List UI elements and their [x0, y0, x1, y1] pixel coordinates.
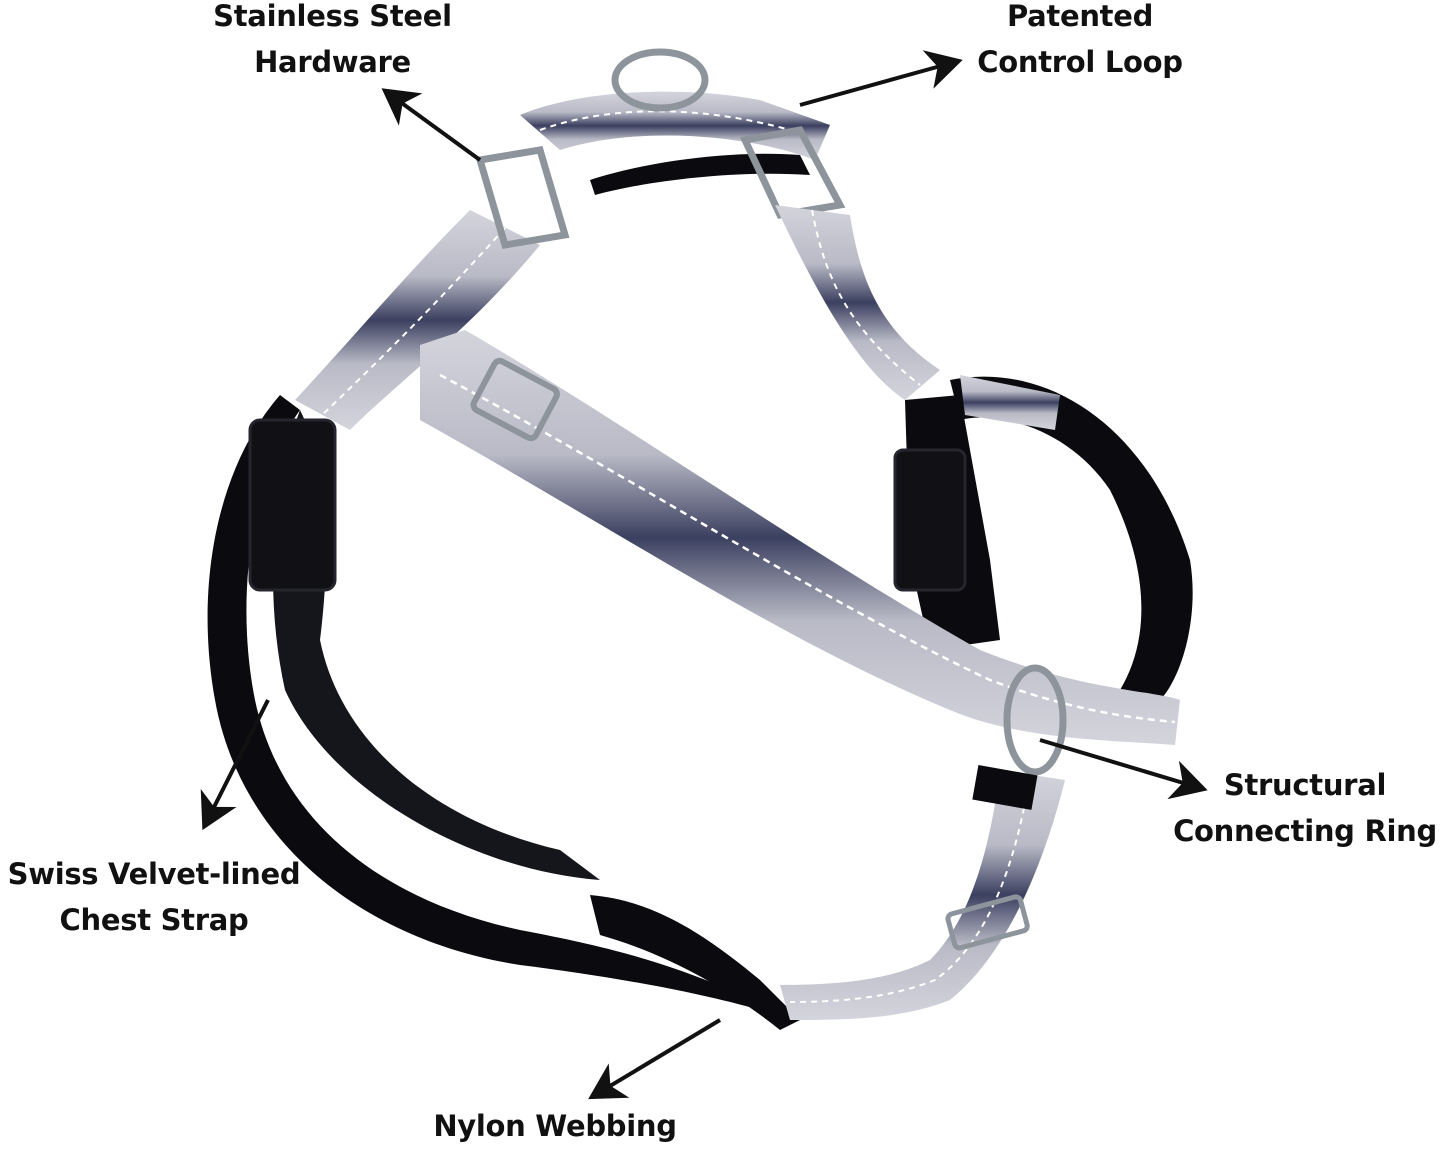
- harness-illustration: [207, 48, 1193, 1030]
- callout-arrows: [200, 50, 1208, 1100]
- arrow-connecting-ring: [1039, 738, 1208, 800]
- arrow-nylon-webbing: [588, 1018, 722, 1100]
- lower-black-band: [590, 895, 800, 1030]
- label-line: Structural: [1223, 768, 1387, 802]
- label-stainless-steel-hardware: Stainless Steel Hardware: [190, 0, 475, 85]
- lower-black-tab: [972, 765, 1038, 810]
- label-line: Chest Strap: [59, 903, 249, 937]
- chest-strap-inner-black: [273, 410, 600, 880]
- connecting-ring: [1003, 664, 1067, 776]
- right-buckle: [893, 448, 967, 592]
- belly-slider: [470, 357, 560, 442]
- label-structural-connecting-ring: Structural Connecting Ring: [1160, 762, 1445, 854]
- stainless-steel-hardware: [475, 48, 846, 249]
- label-patented-control-loop: Patented Control Loop: [960, 0, 1200, 85]
- control-loop-black: [590, 153, 810, 195]
- label-line: Swiss Velvet-lined: [7, 857, 301, 891]
- label-line: Patented: [1006, 0, 1154, 33]
- arrow-control-loop: [799, 50, 963, 107]
- belly-strap-reflective: [420, 330, 1180, 745]
- arrow-chest-strap: [200, 699, 270, 831]
- label-line: Control Loop: [977, 45, 1183, 79]
- label-line: Hardware: [254, 45, 411, 79]
- label-nylon-webbing: Nylon Webbing: [420, 1103, 690, 1149]
- top-loop-strap: [520, 91, 830, 160]
- lower-right-strap: [780, 770, 1065, 1020]
- arrow-stainless-steel: [381, 88, 482, 162]
- lower-slider: [945, 894, 1030, 951]
- chest-strap-black: [207, 395, 760, 1010]
- label-velvet-chest-strap: Swiss Velvet-lined Chest Strap: [0, 851, 314, 943]
- label-line: Connecting Ring: [1173, 814, 1437, 848]
- label-line: Stainless Steel: [213, 0, 452, 33]
- left-buckle: [248, 418, 337, 592]
- right-shoulder-strap: [775, 205, 940, 400]
- label-line: Nylon Webbing: [433, 1109, 677, 1143]
- back-strap-black: [950, 376, 1193, 700]
